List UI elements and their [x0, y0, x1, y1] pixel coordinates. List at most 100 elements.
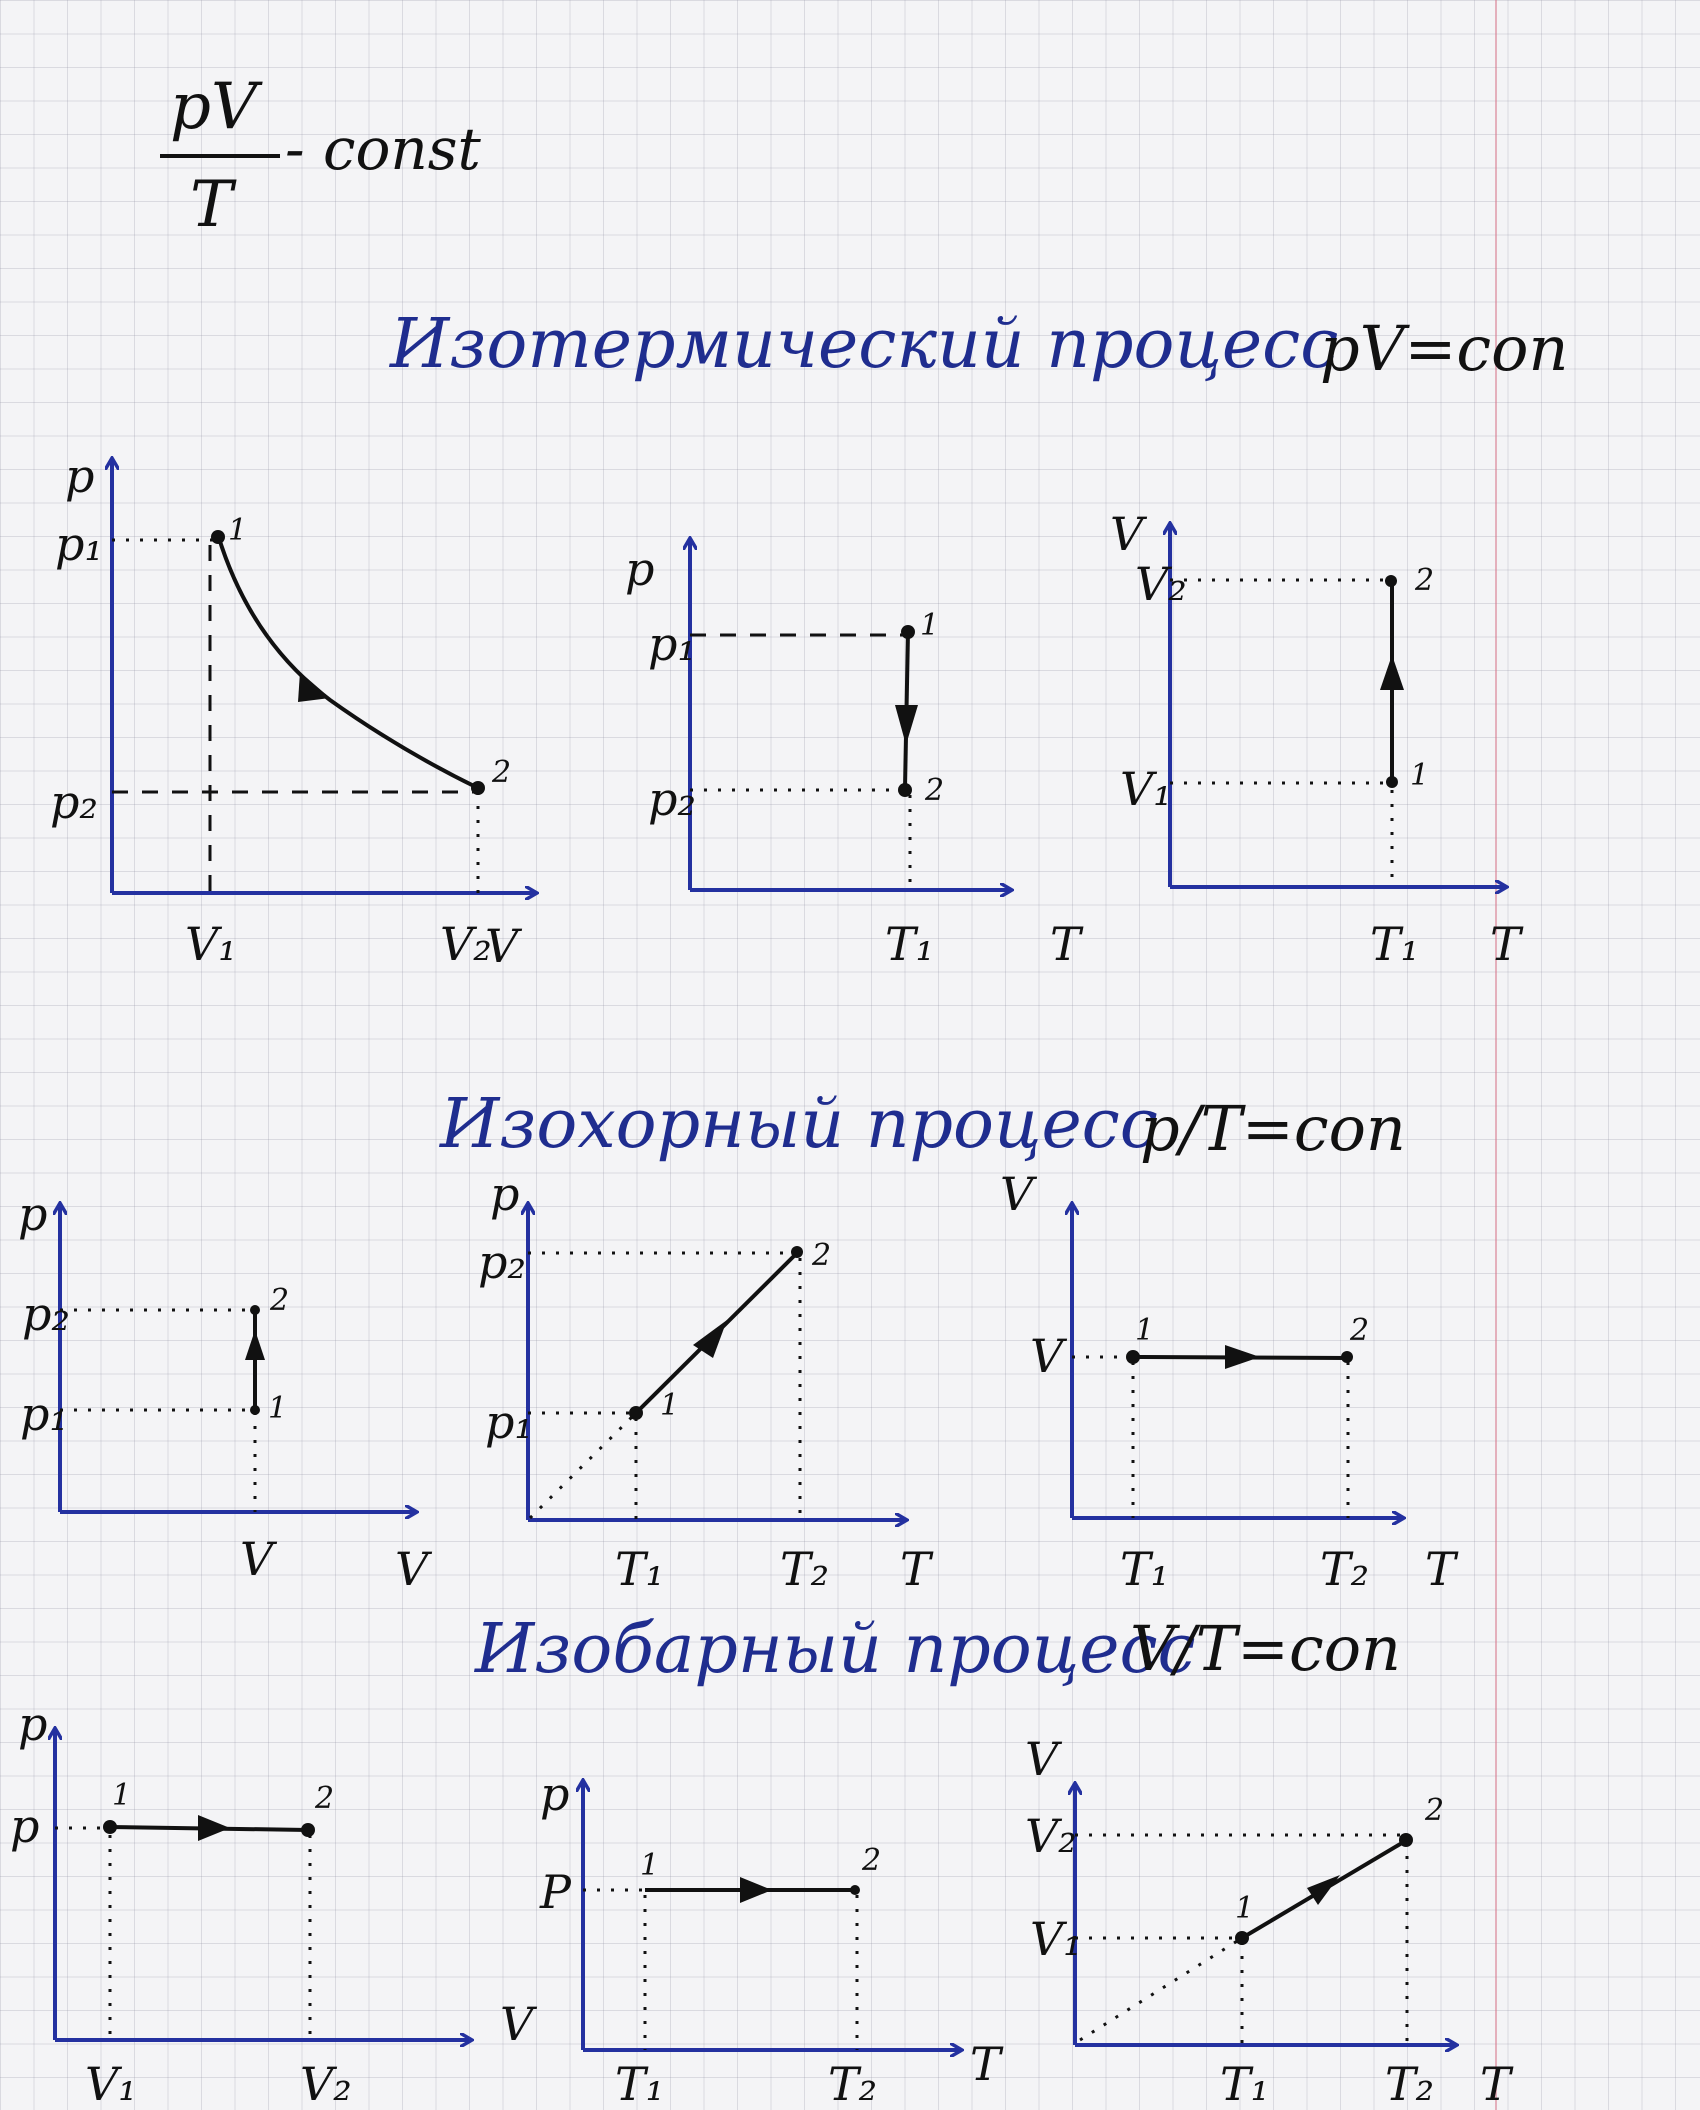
extrapolation-to-origin: [1079, 1936, 1243, 2042]
tick-v2: V₂: [1135, 557, 1187, 611]
x-axis-label: V: [500, 1997, 538, 2051]
tick-p1: p₁: [485, 1395, 533, 1449]
tick-t1: T₁: [1370, 917, 1419, 971]
graph-isotherm-pV: p V p₁ p₂ V₁ V₂ 1 2: [50, 449, 535, 973]
y-axis-label: p: [18, 1697, 47, 1751]
graph-isochor-pT: p T p₂ p₁ T₁ T₂ 1 2: [478, 1167, 934, 1596]
tick-v2: V₂: [440, 917, 492, 971]
y-axis-label: V: [1110, 507, 1148, 561]
x-axis-label: T: [1490, 917, 1524, 971]
section-title-isobaric: Изобарный процесс: [475, 1610, 1196, 1689]
y-axis-label: p: [540, 1767, 569, 1821]
point-2-label: 2: [1414, 563, 1434, 598]
formula-denominator: T: [190, 168, 233, 242]
point-1-label: 1: [640, 1848, 659, 1883]
state-point-1: [1386, 776, 1398, 788]
point-1-label: 1: [268, 1391, 287, 1426]
state-point-2: [301, 1823, 315, 1837]
x-axis-label: T: [1050, 917, 1084, 971]
state-point-2: [850, 1885, 860, 1895]
point-2-label: 2: [1349, 1313, 1369, 1348]
graph-isobar-pV: p V p V₁ V₂ 1 2: [10, 1697, 538, 2110]
state-point-1: [103, 1820, 117, 1834]
tick-v1: V₁: [85, 2057, 137, 2110]
tick-p1: p₁: [20, 1387, 68, 1441]
direction-arrow: [740, 1877, 772, 1903]
point-1-label: 1: [920, 608, 939, 643]
section-formula-isobaric: V/T=con: [1130, 1612, 1401, 1685]
y-axis-label: p: [490, 1167, 519, 1221]
point-2-label: 2: [861, 1843, 881, 1878]
point-1-label: 1: [1235, 1891, 1254, 1926]
tick-t2: T₂: [780, 1542, 829, 1596]
y-axis-label: p: [18, 1187, 47, 1241]
graph-isotherm-VT: V T V₁ V₂ T₁ 1 2: [1110, 507, 1524, 971]
point-1-label: 1: [228, 513, 247, 548]
section-title-isothermal: Изотермический процесс: [390, 305, 1339, 384]
y-axis-label: V: [1025, 1732, 1063, 1786]
graph-isochor-pV: p V p₂ p₁ V 1 2: [18, 1187, 433, 1596]
tick-v1: V₁: [1030, 1912, 1082, 1966]
direction-arrow: [693, 1320, 727, 1358]
graph-isotherm-pT: p T p₁ p₂ T₁ 1 2: [625, 540, 1084, 971]
point-1-label: 1: [1135, 1313, 1154, 1348]
tick-p2: p₂: [22, 1287, 70, 1341]
state-point-1: [211, 530, 225, 544]
direction-arrow: [895, 705, 918, 745]
direction-arrow: [1307, 1875, 1340, 1905]
tick-t2: T₂: [1385, 2057, 1434, 2110]
state-point-2: [1385, 575, 1397, 587]
formula-numerator: pV: [170, 70, 258, 144]
y-axis-label: V: [1000, 1167, 1038, 1221]
section-title-isochoric: Изохорный процесс: [440, 1085, 1158, 1164]
point-1-label: 1: [1410, 758, 1429, 793]
point-2-label: 2: [491, 755, 511, 790]
y-axis-label: p: [625, 542, 654, 596]
isotherm-curve: [216, 534, 479, 790]
section-formula-isothermal: pV=con: [1320, 312, 1569, 385]
state-point-1: [629, 1406, 643, 1420]
point-2-label: 2: [1424, 1793, 1444, 1828]
direction-arrow: [1225, 1345, 1260, 1369]
x-axis-label: T: [900, 1542, 934, 1596]
state-point-1: [901, 625, 915, 639]
point-2-label: 2: [269, 1283, 289, 1318]
tick-v1: V₁: [1120, 762, 1172, 816]
tick-v: V: [240, 1532, 278, 1586]
point-2-label: 2: [314, 1781, 334, 1816]
graph-isobar-pT: p T P T₁ T₂ 1 2: [539, 1767, 1004, 2110]
state-point-2: [1341, 1351, 1353, 1363]
x-axis-label: T: [1425, 1542, 1459, 1596]
state-point-1: [1126, 1350, 1140, 1364]
tick-p1: p₁: [55, 517, 103, 571]
notebook-margin-line: [1495, 0, 1497, 2110]
point-1-label: 1: [112, 1778, 131, 1813]
point-2-label: 2: [811, 1238, 831, 1273]
tick-p: P: [539, 1865, 572, 1919]
tick-t1: T₁: [615, 1542, 664, 1596]
tick-t2: T₂: [828, 2057, 877, 2110]
tick-p2: p₂: [648, 772, 696, 826]
tick-v2: V₂: [1025, 1809, 1077, 1863]
point-1-label: 1: [660, 1388, 679, 1423]
tick-p1: p₁: [648, 617, 696, 671]
formula-rest: - const: [285, 115, 481, 183]
extrapolation-to-origin: [528, 1411, 638, 1520]
direction-arrow: [298, 672, 330, 702]
tick-t2: T₂: [1320, 1542, 1369, 1596]
tick-p2: p₂: [50, 775, 98, 829]
tick-t1: T₁: [1120, 1542, 1169, 1596]
state-point-2: [791, 1246, 803, 1258]
state-point-1: [250, 1405, 260, 1415]
state-point-2: [250, 1305, 260, 1315]
direction-arrow: [198, 1815, 230, 1841]
point-2-label: 2: [924, 773, 944, 808]
direction-arrow: [245, 1330, 265, 1360]
direction-arrow: [1380, 655, 1404, 690]
tick-v2: V₂: [300, 2057, 352, 2110]
tick-v: V: [1030, 1329, 1068, 1383]
state-point-2: [898, 783, 912, 797]
tick-t1: T₁: [1220, 2057, 1269, 2110]
